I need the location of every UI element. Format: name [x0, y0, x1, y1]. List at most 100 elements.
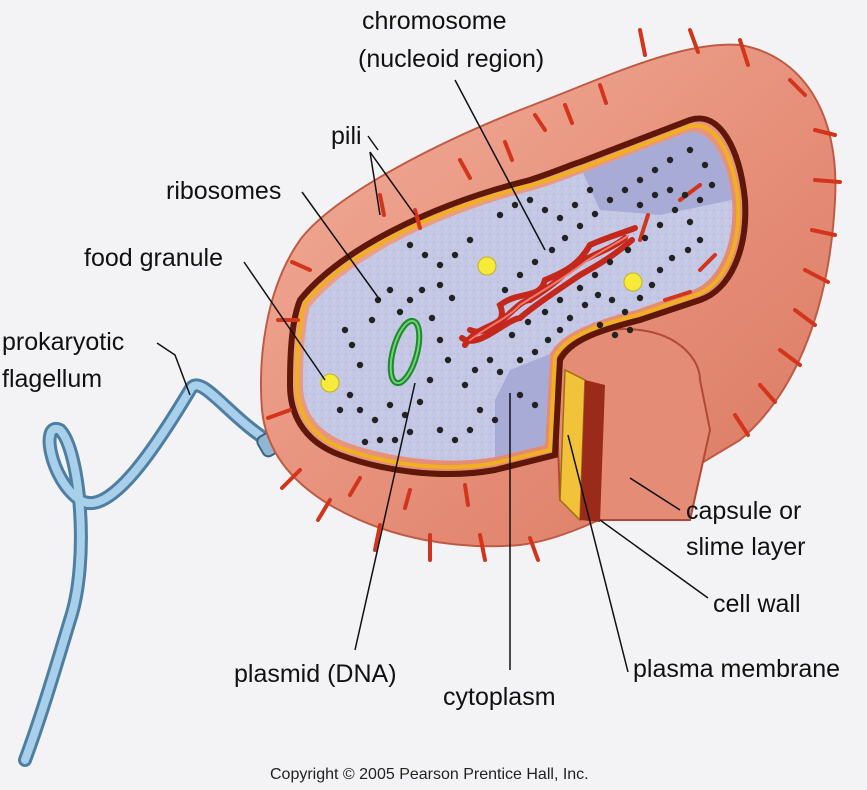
ribosome-dot [637, 177, 643, 183]
ribosome-dot [595, 292, 601, 298]
ribosome-dot [672, 207, 678, 213]
ribosome-dot [467, 427, 473, 433]
label-cell-wall: cell wall [713, 589, 801, 619]
ribosome-dot [562, 235, 568, 241]
ribosome-dot [697, 197, 703, 203]
label-chromosome: chromosome [362, 6, 507, 36]
ribosome-dot [697, 237, 703, 243]
ribosome-dot [357, 362, 363, 368]
ribosome-dot [577, 223, 583, 229]
ribosome-dot [467, 237, 473, 243]
ribosome-dot [407, 242, 413, 248]
flagellum-shape [25, 385, 275, 760]
ribosome-dot [557, 297, 563, 303]
ribosome-dot [682, 192, 688, 198]
ribosome-dot [685, 247, 691, 253]
ribosome-dot [362, 439, 368, 445]
ribosome-dot [567, 315, 573, 321]
ribosome-dot [597, 322, 603, 328]
label-plasma-membrane: plasma membrane [633, 654, 840, 684]
ribosome-dot [342, 327, 348, 333]
ribosome-dot [357, 407, 363, 413]
ribosome-dot [612, 332, 618, 338]
ribosome-dot [427, 377, 433, 383]
ribosome-dot [487, 357, 493, 363]
food-granule [624, 273, 642, 291]
ribosome-dot [637, 295, 643, 301]
ribosome-dot [542, 309, 548, 315]
ribosome-dot [582, 302, 588, 308]
ribosome-dot [532, 259, 538, 265]
ribosome-dot [397, 309, 403, 315]
ribosome-dot [445, 357, 451, 363]
ribosome-dot [527, 197, 533, 203]
ribosome-dot [687, 219, 693, 225]
ribosome-dot [549, 247, 555, 253]
ribosome-dot [687, 147, 693, 153]
ribosome-dot [627, 327, 633, 333]
ribosome-dot [622, 187, 628, 193]
label-food-granule: food granule [84, 243, 223, 273]
ribosome-dot [587, 187, 593, 193]
ribosome-dot [512, 202, 518, 208]
food-granule [478, 257, 496, 275]
ribosome-dot [657, 222, 663, 228]
ribosome-dot [557, 215, 563, 221]
label-flagellum: flagellum [2, 364, 102, 394]
ribosome-dot [637, 202, 643, 208]
ribosome-dot [669, 255, 675, 261]
ribosome-dot [577, 285, 583, 291]
food-granule [321, 374, 339, 392]
ribosome-dot [517, 272, 523, 278]
ribosome-dot [592, 272, 598, 278]
ribosome-dot [437, 337, 443, 343]
label-cytoplasm: cytoplasm [443, 682, 556, 712]
ribosome-dot [532, 402, 538, 408]
ribosome-dot [652, 167, 658, 173]
ribosome-dot [517, 392, 523, 398]
ribosome-dot [667, 157, 673, 163]
ribosome-dot [347, 392, 353, 398]
ribosome-dot [609, 297, 615, 303]
ribosome-dot [525, 319, 531, 325]
ribosome-dot [392, 437, 398, 443]
label-prokaryotic: prokaryotic [2, 327, 124, 357]
label-capsule-or: capsule or [686, 496, 801, 526]
ribosome-dot [709, 182, 715, 188]
ribosome-dot [452, 252, 458, 258]
ribosome-dot [417, 399, 423, 405]
label-plasmid: plasmid (DNA) [234, 659, 397, 689]
ribosome-dot [509, 332, 515, 338]
ribosome-dot [452, 437, 458, 443]
ribosome-dot [492, 417, 498, 423]
ribosome-dot [437, 282, 443, 288]
ribosome-dot [592, 211, 598, 217]
label-slime-layer: slime layer [686, 532, 805, 562]
ribosome-dot [545, 337, 551, 343]
ribosome-dot [542, 207, 548, 213]
ribosome-dot [502, 287, 508, 293]
ribosome-dot [572, 202, 578, 208]
ribosome-dot [372, 417, 378, 423]
ribosome-dot [557, 327, 563, 333]
ribosome-dot [622, 309, 628, 315]
ribosome-dot [437, 262, 443, 268]
ribosome-dot [407, 429, 413, 435]
ribosome-dot [419, 287, 425, 293]
label-nucleoid-region: (nucleoid region) [358, 44, 544, 74]
ribosome-dot [607, 197, 613, 203]
ribosome-dot [625, 247, 631, 253]
ribosome-dot [369, 317, 375, 323]
ribosome-dot [472, 367, 478, 373]
ribosome-dot [387, 287, 393, 293]
ribosome-dot [377, 437, 383, 443]
ribosome-dot [702, 162, 708, 168]
label-pili: pili [331, 121, 362, 151]
copyright-notice: Copyright © 2005 Pearson Prentice Hall, … [270, 766, 589, 784]
ribosome-dot [497, 369, 503, 375]
ribosome-dot [497, 212, 503, 218]
ribosome-dot [407, 297, 413, 303]
ribosome-dot [387, 402, 393, 408]
ribosome-dot [349, 342, 355, 348]
